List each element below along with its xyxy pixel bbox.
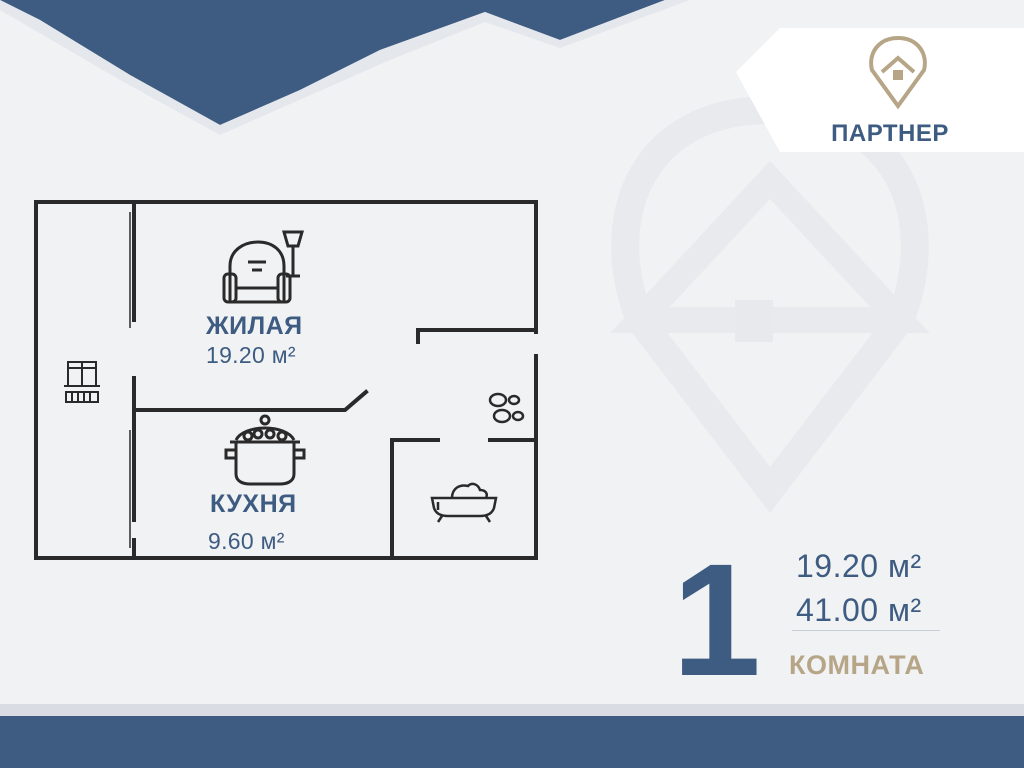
kitchen-area: 9.60 м² xyxy=(208,528,285,554)
balcony-icon xyxy=(64,361,100,403)
footprints-icon xyxy=(488,392,525,424)
bottom-band xyxy=(0,716,1024,768)
living-room-area: 19.20 м² xyxy=(206,342,296,368)
living-room-title: ЖИЛАЯ xyxy=(206,312,303,340)
rooms-count: 1 xyxy=(672,530,761,709)
brand-tab xyxy=(736,28,1024,152)
brand-pin-icon xyxy=(869,35,927,110)
brand-label: ПАРТНЕР xyxy=(831,120,949,147)
stats-divider xyxy=(792,630,940,631)
rooms-word: КОМНАТА xyxy=(789,650,925,680)
armchair-lamp-icon xyxy=(222,230,304,304)
bathtub-icon xyxy=(430,482,498,523)
bottom-shadow xyxy=(0,704,1024,716)
kitchen-title: КУХНЯ xyxy=(210,490,297,518)
cooking-pot-icon xyxy=(224,414,306,486)
living-area-stat: 19.20 м² xyxy=(796,548,922,584)
total-area-stat: 41.00 м² xyxy=(796,592,922,628)
